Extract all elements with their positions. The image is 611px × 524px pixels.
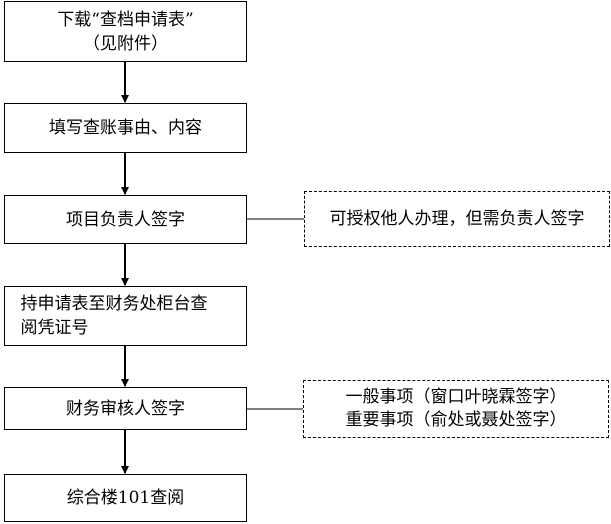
step-finance-counter: 持申请表至财务处柜台查 阅凭证号 xyxy=(4,286,247,346)
step-download-form-line2: （见附件） xyxy=(83,33,168,54)
step-finance-counter-line1: 持申请表至财务处柜台查 xyxy=(20,294,208,314)
note-authorization-label: 可授权他人办理，但需负责人签字 xyxy=(329,209,585,229)
step-fill-reason: 填写查账事由、内容 xyxy=(4,103,247,153)
step-download-form: 下载“查档申请表” （见附件） xyxy=(4,1,247,62)
step-finance-auditor-sign-label: 财务审核人签字 xyxy=(66,398,185,419)
step-fill-reason-label: 填写查账事由、内容 xyxy=(49,118,202,138)
note-signing-rules: 一般事项（窗口叶晓霖签字） 重要事项（俞处或聂处签字） xyxy=(303,380,609,438)
step-review-location: 综合楼101查阅 xyxy=(4,474,247,522)
step-finance-auditor-sign: 财务审核人签字 xyxy=(4,387,247,430)
step-review-location-label: 综合楼101查阅 xyxy=(66,488,185,508)
step-project-leader-sign-label: 项目负责人签字 xyxy=(66,209,185,230)
step-download-form-line1: 下载“查档申请表” xyxy=(57,9,194,30)
note-signing-rules-line2: 重要事项（俞处或聂处签字） xyxy=(345,410,567,430)
note-signing-rules-line1: 一般事项（窗口叶晓霖签字） xyxy=(345,387,567,407)
step-project-leader-sign: 项目负责人签字 xyxy=(4,195,247,244)
note-authorization: 可授权他人办理，但需负责人签字 xyxy=(304,191,610,247)
step-finance-counter-line2: 阅凭证号 xyxy=(20,318,89,338)
